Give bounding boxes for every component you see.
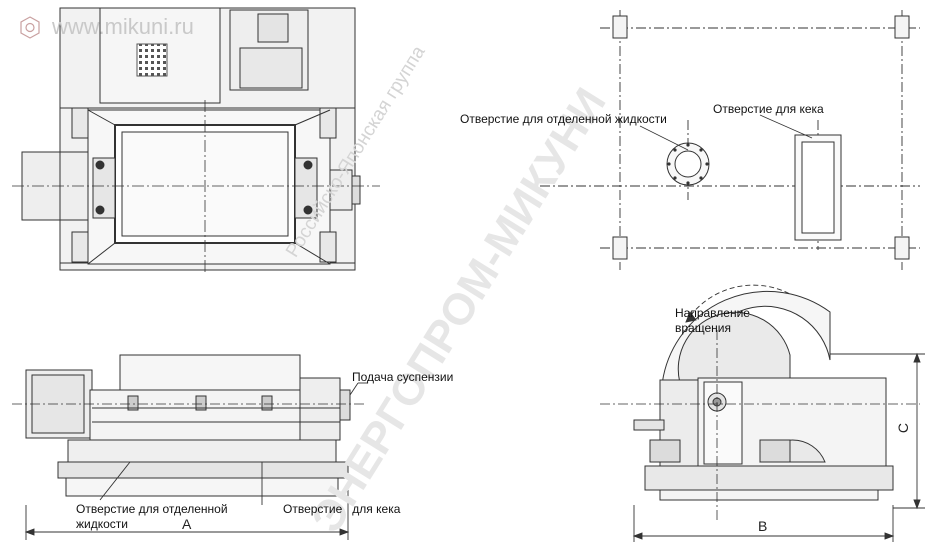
dimension-a: A [182, 516, 192, 532]
label-cake-outlet-bottom: Отверстие для кека [283, 502, 401, 516]
dimension-b: B [758, 518, 768, 534]
label-separated-liquid-line1: Отверстие для отделенной [76, 502, 228, 516]
dimension-c: C [895, 422, 912, 434]
label-separated-liquid-line2: жидкости [76, 517, 128, 531]
plan-view [21, 7, 361, 271]
foundation-plan [540, 10, 920, 270]
label-cake-outlet: Отверстие для кека [713, 102, 824, 116]
label-rotation-direction-1: Направление [675, 306, 750, 320]
label-separated-liquid-outlet: Отверстие для отделенной жидкости [460, 112, 667, 126]
end-elevation [633, 290, 894, 501]
label-suspension-feed: Подача суспензии [352, 370, 454, 384]
watermark-url: www.mikuni.ru [52, 14, 194, 39]
watermark-logo-icon [20, 16, 40, 39]
side-elevation [25, 354, 351, 497]
label-rotation-direction-2: вращения [675, 321, 731, 335]
